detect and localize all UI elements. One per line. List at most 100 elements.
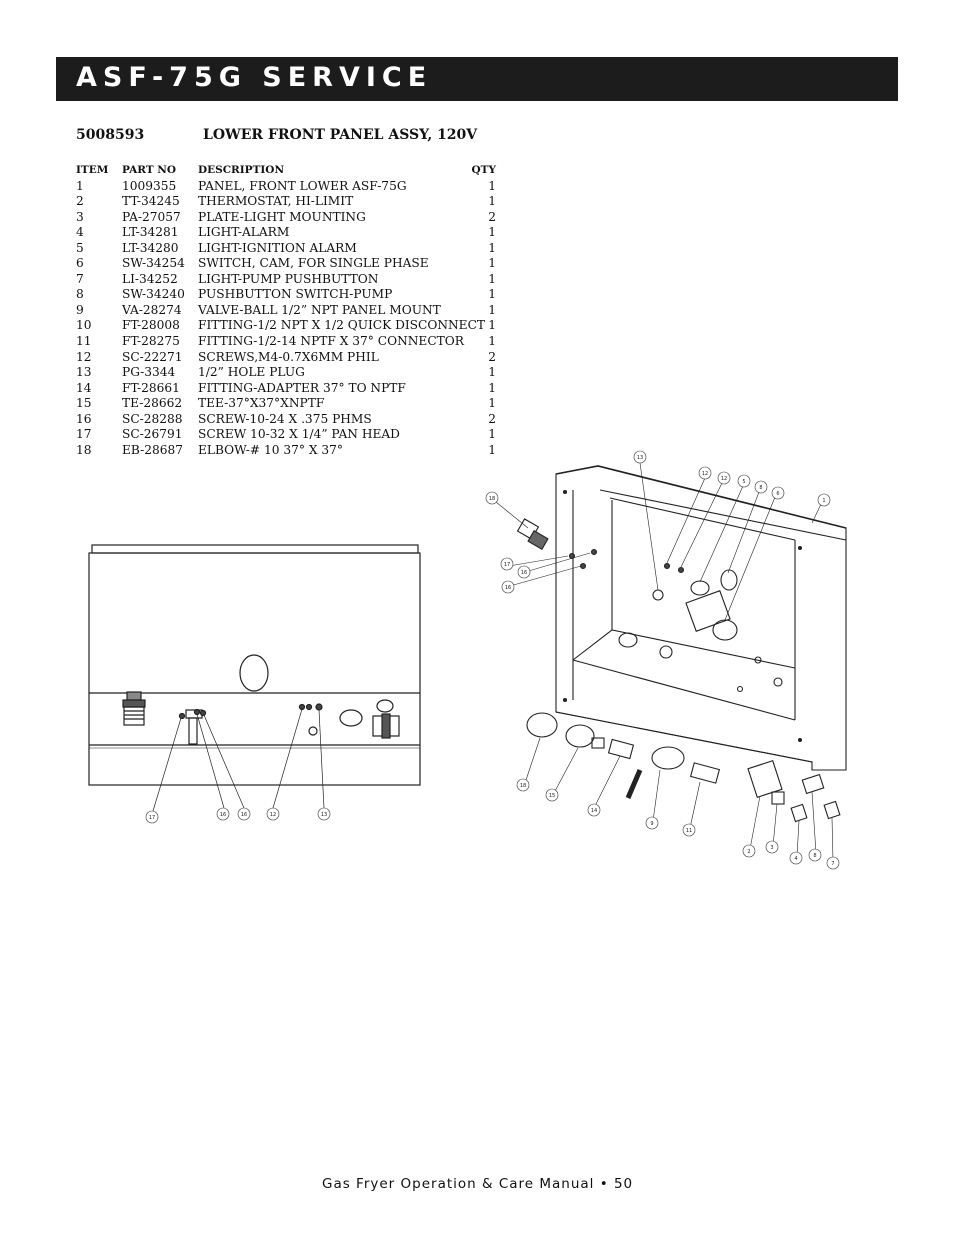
cell-part-no: SW-34240 <box>122 287 185 302</box>
cell-part-no: SC-26791 <box>122 427 183 442</box>
panel-hole <box>618 632 638 648</box>
front-panel-top-lip <box>91 544 419 554</box>
cell-item: 3 <box>76 209 84 224</box>
callout-label: 16 <box>505 585 511 591</box>
callout-label: 13 <box>321 812 327 818</box>
callout-label: 17 <box>504 562 510 568</box>
callout-label: 18 <box>489 496 495 502</box>
column-qty: QTY <box>471 164 496 176</box>
panel-outline <box>555 465 847 771</box>
callout-label: 14 <box>591 808 597 814</box>
cell-description: PANEL, FRONT LOWER ASF-75G <box>198 178 407 193</box>
cell-item: 11 <box>76 334 92 349</box>
cell-part-no: SC-22271 <box>122 349 183 364</box>
front-view-leaders <box>152 708 325 812</box>
cell-part-no: 1009355 <box>122 178 177 193</box>
cell-description: VALVE-BALL 1/2” NPT PANEL MOUNT <box>198 302 441 317</box>
cell-qty: 1 <box>488 318 496 333</box>
parts-table: ITEM PART NO DESCRIPTION QTY 1 1009355 PAN… <box>76 163 496 458</box>
cell-item: 4 <box>76 225 84 240</box>
callout-label: 9 <box>650 821 653 827</box>
cell-part-no: SC-28288 <box>122 411 183 426</box>
callout-label: 7 <box>831 861 834 867</box>
callout-label: 17 <box>149 815 155 821</box>
callout-label: 12 <box>721 476 727 482</box>
parts-table-header: ITEM PART NO DESCRIPTION QTY <box>76 163 496 179</box>
cell-part-no: EB-28687 <box>122 442 183 457</box>
panel-rivet <box>797 545 803 551</box>
panel-rivet <box>562 697 568 703</box>
callout-label: 11 <box>686 828 692 834</box>
cell-description: PLATE-LIGHT MOUNTING <box>198 209 366 224</box>
screw-part <box>663 562 671 570</box>
cell-item: 10 <box>76 318 92 333</box>
cell-part-no: LI-34252 <box>122 271 178 286</box>
cell-description: FITTING-ADAPTER 37° TO NPTF <box>198 380 406 395</box>
cell-part-no: FT-28661 <box>122 380 180 395</box>
hole-plug-part <box>652 589 664 601</box>
cell-part-no: PG-3344 <box>122 365 176 380</box>
callout-label: 15 <box>549 793 555 799</box>
cell-item: 5 <box>76 240 84 255</box>
cell-qty: 1 <box>488 396 496 411</box>
cell-item: 16 <box>76 411 92 426</box>
cell-part-no: SW-34254 <box>122 256 185 271</box>
callout-label: 16 <box>241 812 247 818</box>
cell-item: 13 <box>76 365 92 380</box>
cam-switch <box>372 699 400 739</box>
front-view-callouts: 17 16 16 12 13 <box>145 807 331 824</box>
cell-item: 14 <box>76 380 92 395</box>
front-view-drawing <box>88 544 421 812</box>
callout-label: 3 <box>770 845 773 851</box>
cell-qty: 1 <box>488 334 496 349</box>
quick-disconnect-fitting <box>122 691 146 726</box>
front-panel-outline <box>88 552 421 786</box>
table-row: 14 FT-28661 FITTING-ADAPTER 37° TO NPTF 1 <box>76 381 496 397</box>
callout-label: 12 <box>702 471 708 477</box>
callout-label: 8 <box>813 853 816 859</box>
cell-qty: 1 <box>488 365 496 380</box>
panel-top-edge <box>555 465 847 529</box>
cell-description: SCREWS,M4-0.7X6MM PHIL <box>198 349 379 364</box>
callout-label: 8 <box>759 485 762 491</box>
panel-hole <box>773 677 783 687</box>
cell-qty: 1 <box>488 178 496 193</box>
cell-description: FITTING-1/2-14 NPTF X 37° CONNECTOR <box>198 334 464 349</box>
exploded-view-drawing <box>495 462 847 862</box>
cell-description: FITTING-1/2 NPT X 1/2 QUICK DISCONNECT <box>198 318 486 333</box>
cell-qty: 1 <box>488 380 496 395</box>
hole-plug <box>308 726 318 736</box>
cell-item: 12 <box>76 349 92 364</box>
panel-hole <box>736 685 744 693</box>
cell-part-no: PA-27057 <box>122 209 181 224</box>
callout-label: 4 <box>794 856 797 862</box>
cell-description: SWITCH, CAM, FOR SINGLE PHASE <box>198 256 429 271</box>
callout-label: 13 <box>637 455 643 461</box>
cell-item: 15 <box>76 396 92 411</box>
cell-qty: 2 <box>488 349 496 364</box>
cell-part-no: TE-28662 <box>122 396 183 411</box>
cell-qty: 1 <box>488 240 496 255</box>
panel-floor-front <box>572 659 796 721</box>
cell-qty: 1 <box>488 225 496 240</box>
cell-qty: 2 <box>488 411 496 426</box>
elbow-fitting-part <box>516 518 549 550</box>
page-title: ASF-75G SERVICE <box>76 62 433 93</box>
callout-label: 5 <box>742 479 745 485</box>
cell-description: LIGHT-PUMP PUSHBUTTON <box>198 271 379 286</box>
screw-part <box>677 566 685 574</box>
assembly-name: LOWER FRONT PANEL ASSY, 120V <box>203 127 478 143</box>
